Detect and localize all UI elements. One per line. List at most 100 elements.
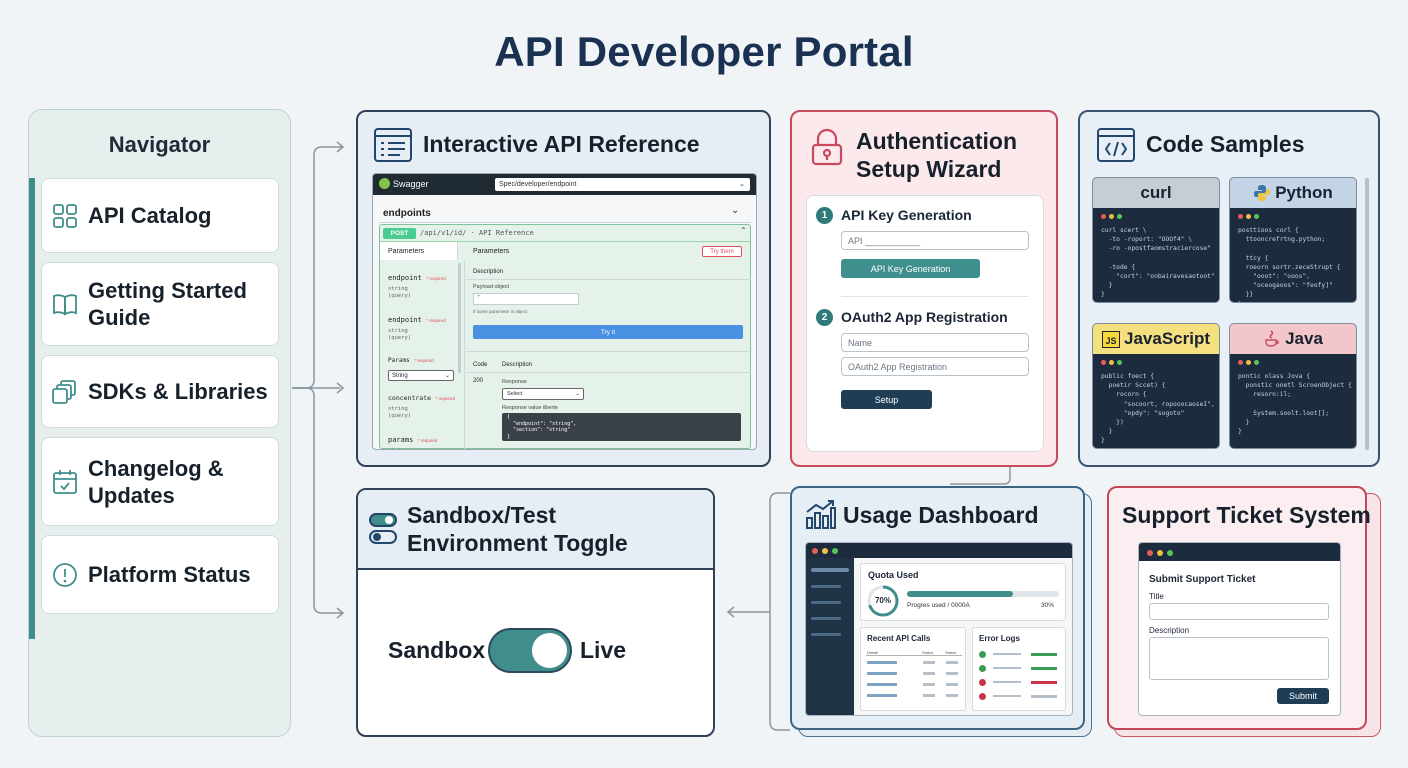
swagger-header: Swagger Spec/developer/endpoint⌄ xyxy=(373,174,756,195)
code-card-header: Python xyxy=(1230,178,1356,208)
api-reference-title: Interactive API Reference xyxy=(423,131,700,157)
bar-chart-icon xyxy=(806,500,836,529)
chevron-up-icon[interactable]: ⌃ xyxy=(740,226,747,235)
ticket-description-label: Description xyxy=(1149,626,1190,635)
swagger-search-input[interactable]: Spec/developer/endpoint⌄ xyxy=(495,178,750,191)
chevron-down-icon[interactable]: ⌄ xyxy=(731,205,740,216)
progress-pct: 30% xyxy=(1041,602,1055,609)
code-snippet: pontic olass Jova { ponstic onetl Scroen… xyxy=(1238,373,1352,436)
setup-button[interactable]: Setup xyxy=(841,390,932,409)
toggle-knob xyxy=(532,633,567,668)
ticket-form-window: Submit Support Ticket Title Description … xyxy=(1138,542,1341,716)
quota-ring xyxy=(867,585,899,617)
code-snippet: posttioos corl { ttooncrefrtng.python; t… xyxy=(1238,227,1341,302)
ticket-description-input[interactable] xyxy=(1149,637,1329,680)
ticket-form-title: Submit Support Ticket xyxy=(1149,574,1256,585)
usage-dashboard-title: Usage Dashboard xyxy=(843,502,1039,528)
status-dot-icon xyxy=(979,651,986,658)
responses-area: Code Description 200 Response Select⌄ Re… xyxy=(466,352,751,449)
api-key-field[interactable]: API ___________ xyxy=(841,231,1029,250)
recent-calls-card: Recent API Calls Detalli Status Status xyxy=(860,627,966,711)
step-2-label: OAuth2 App Registration xyxy=(841,309,1008,325)
code-card-header: JS JavaScript xyxy=(1093,324,1219,354)
step-1-label: API Key Generation xyxy=(841,207,972,223)
error-dot-icon xyxy=(979,693,986,700)
ticket-title-input[interactable] xyxy=(1149,603,1329,620)
ticket-title-label: Title xyxy=(1149,592,1164,601)
param-type-select[interactable]: String⌄ xyxy=(388,370,454,381)
auth-wizard-title: Authentication Setup Wizard xyxy=(856,128,1017,182)
swagger-window: Swagger Spec/developer/endpoint⌄ endpoin… xyxy=(372,173,757,450)
toggle-icon xyxy=(369,513,397,544)
nav-item-label: API Catalog xyxy=(88,203,212,228)
param-scrollbar[interactable] xyxy=(458,263,461,373)
execute-button[interactable]: Try it xyxy=(473,325,743,339)
nav-item-label: Changelog & Updates xyxy=(88,455,224,508)
params-header-left xyxy=(380,242,458,260)
step-2-badge: 2 xyxy=(816,309,833,326)
sandbox-panel xyxy=(356,488,715,737)
payload-input[interactable]: + xyxy=(473,293,579,305)
calendar-icon xyxy=(53,469,77,494)
code-brackets-icon xyxy=(1097,128,1135,162)
endpoints-heading: endpoints xyxy=(383,208,431,219)
description-area: Description Payload object + If some par… xyxy=(466,261,751,351)
operation-block: POST /api/v1/id/ · API Reference ⌃ Param… xyxy=(379,224,752,449)
nav-item-label: Getting Started Guide xyxy=(88,278,247,330)
code-card-javascript[interactable]: JS JavaScript public foect { poetir Scce… xyxy=(1092,323,1220,449)
error-dot-icon xyxy=(979,679,986,686)
submit-button[interactable]: Submit xyxy=(1277,688,1329,704)
code-card-curl[interactable]: curl curl scert \ -to -roport: "OOOf4" \… xyxy=(1092,177,1220,303)
navigator-title: Navigator xyxy=(108,132,211,157)
progress-label: Progres used / 0000A xyxy=(907,602,970,609)
response-json: { "endpoint": "string", "section": "stri… xyxy=(502,413,741,441)
try-button[interactable]: Try them xyxy=(702,246,742,257)
nav-item-api-catalog[interactable]: API Catalog xyxy=(41,178,279,253)
endpoint-path: /api/v1/id/ · API Reference xyxy=(420,229,534,237)
params-tab-label: Parameters xyxy=(388,248,425,255)
method-badge: POST xyxy=(383,228,416,239)
sandbox-label: Sandbox xyxy=(388,637,486,663)
nav-item-label: Platform Status xyxy=(88,562,251,587)
code-samples-title: Code Samples xyxy=(1146,131,1305,157)
environment-toggle[interactable] xyxy=(488,628,572,673)
document-list-icon xyxy=(374,128,412,162)
quota-progress-track xyxy=(907,591,1059,597)
api-key-generate-button[interactable]: API Key Generation xyxy=(841,259,980,278)
nav-item-changelog[interactable]: Changelog & Updates xyxy=(41,437,279,526)
nav-item-label: SDKs & Libraries xyxy=(88,379,268,404)
alert-circle-icon xyxy=(53,562,77,587)
dashboard-sidebar xyxy=(806,558,854,715)
python-logo-icon xyxy=(1254,185,1271,201)
code-samples-scrollbar[interactable] xyxy=(1365,178,1369,450)
status-dot-icon xyxy=(979,665,986,672)
grid-icon xyxy=(53,203,77,228)
code-snippet: public foect { poetir Sccet) { rocorn { … xyxy=(1101,373,1215,445)
oauth-app-field[interactable]: OAuth2 App Registration xyxy=(841,357,1029,376)
nav-item-sdks[interactable]: SDKs & Libraries xyxy=(41,355,279,428)
quota-card: Quota Used 70% Progres used / 0000A 30% xyxy=(860,563,1066,621)
nav-item-getting-started[interactable]: Getting Started Guide xyxy=(41,262,279,346)
js-badge-icon: JS xyxy=(1102,330,1120,348)
page-title: API Developer Portal xyxy=(494,28,914,75)
quota-percent: 70% xyxy=(874,596,891,605)
sandbox-title: Sandbox/Test Environment Toggle xyxy=(407,502,628,556)
book-icon xyxy=(53,294,77,316)
code-card-header: curl xyxy=(1093,178,1219,208)
error-logs-card: Error Logs xyxy=(972,627,1066,711)
code-card-java[interactable]: Java pontic olass Jova { ponstic onetl S… xyxy=(1229,323,1357,449)
oauth-name-field[interactable]: Name xyxy=(841,333,1029,352)
code-card-python[interactable]: Python posttioos corl { ttooncrefrtng.py… xyxy=(1229,177,1357,303)
params-label-right: Parameters xyxy=(473,248,510,255)
java-cup-icon xyxy=(1265,330,1280,347)
support-ticket-title: Support Ticket System xyxy=(1122,502,1371,528)
nav-item-platform-status[interactable]: Platform Status xyxy=(41,535,279,614)
step-1-badge: 1 xyxy=(816,207,833,224)
code-card-header: Java xyxy=(1230,324,1356,354)
navigator-panel: Navigator API Catalog Getting Started Gu… xyxy=(28,109,291,737)
quota-progress-fill xyxy=(907,591,1014,597)
stack-icon xyxy=(52,379,76,404)
lock-icon xyxy=(811,128,843,166)
response-select[interactable]: Select⌄ xyxy=(502,388,584,400)
